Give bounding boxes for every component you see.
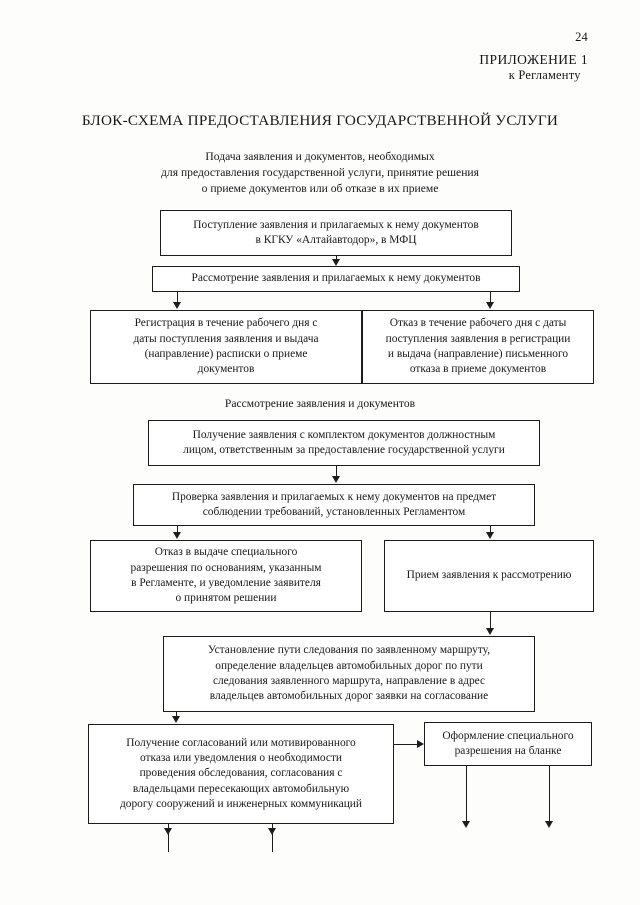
flow-node-verification: Проверка заявления и прилагаемых к нему … bbox=[133, 484, 535, 526]
connector-approvals-out-left bbox=[168, 824, 169, 852]
connector-permit-out-right bbox=[549, 766, 550, 824]
arrow-verification-to-acceptance bbox=[485, 532, 494, 539]
arrow-permit-out-left bbox=[461, 821, 470, 828]
connector-consideration-left bbox=[177, 292, 178, 303]
flow-node-approvals: Получение согласований или мотивированно… bbox=[88, 724, 394, 824]
flow-node-label: Рассмотрение заявления и прилагаемых к н… bbox=[191, 272, 481, 285]
connector-permit-out-left bbox=[466, 766, 467, 824]
page-number: 24 bbox=[575, 30, 588, 44]
arrow-receiving-to-verification bbox=[331, 476, 340, 483]
appendix-title: ПРИЛОЖЕНИЕ 1 bbox=[479, 52, 588, 67]
arrow-approvals-to-permit bbox=[417, 739, 424, 748]
connector-verification-left bbox=[177, 526, 178, 533]
flow-node-receiving: Получение заявления с комплектом докумен… bbox=[148, 420, 540, 466]
connector-receipt-to-consideration bbox=[336, 256, 337, 260]
document-title: БЛОК-СХЕМА ПРЕДОСТАВЛЕНИЯ ГОСУДАРСТВЕННО… bbox=[81, 112, 559, 129]
flow-node-label: Прием заявления к рассмотрению bbox=[406, 569, 572, 582]
arrow-consideration-to-refusal bbox=[485, 302, 494, 309]
flow-node-route: Установление пути следования по заявленн… bbox=[163, 636, 535, 712]
flow-node-label: Получение заявления с комплектом докумен… bbox=[183, 428, 505, 456]
flow-node-label: Получение согласований или мотивированно… bbox=[119, 736, 363, 811]
connector-verification-right bbox=[490, 526, 491, 533]
flow-node-receipt: Поступление заявления и прилагаемых к не… bbox=[160, 210, 512, 256]
arrow-acceptance-to-route bbox=[485, 628, 494, 635]
arrow-verification-to-denial bbox=[172, 532, 181, 539]
section-caption-review: Рассмотрение заявления и документов bbox=[224, 397, 416, 410]
arrow-permit-out-right bbox=[544, 821, 553, 828]
connector-consideration-right bbox=[490, 292, 491, 303]
flow-node-consideration: Рассмотрение заявления и прилагаемых к н… bbox=[152, 266, 520, 292]
connector-approvals-to-permit bbox=[394, 744, 417, 745]
connector-receiving-to-verification bbox=[336, 466, 337, 477]
connector-route-to-approvals bbox=[176, 712, 177, 717]
appendix-reference: ПРИЛОЖЕНИЕ 1 к Регламенту bbox=[479, 52, 588, 84]
arrow-consideration-to-registration bbox=[172, 302, 181, 309]
flow-node-label: Установление пути следования по заявленн… bbox=[207, 644, 491, 703]
arrow-approvals-out-right bbox=[267, 828, 276, 835]
appendix-subtitle: к Регламенту bbox=[508, 68, 581, 83]
connector-acceptance-to-route bbox=[490, 612, 491, 629]
arrow-receipt-to-consideration bbox=[331, 259, 340, 266]
connector-approvals-out-right bbox=[272, 824, 273, 852]
arrow-route-to-approvals bbox=[171, 716, 180, 723]
section-caption-submission: Подача заявления и документов, необходим… bbox=[161, 150, 479, 195]
flow-node-label: Поступление заявления и прилагаемых к не… bbox=[193, 218, 479, 246]
flow-node-acceptance: Прием заявления к рассмотрению bbox=[384, 540, 594, 612]
flow-node-label: Проверка заявления и прилагаемых к нему … bbox=[171, 490, 497, 518]
arrow-approvals-out-left bbox=[163, 828, 172, 835]
